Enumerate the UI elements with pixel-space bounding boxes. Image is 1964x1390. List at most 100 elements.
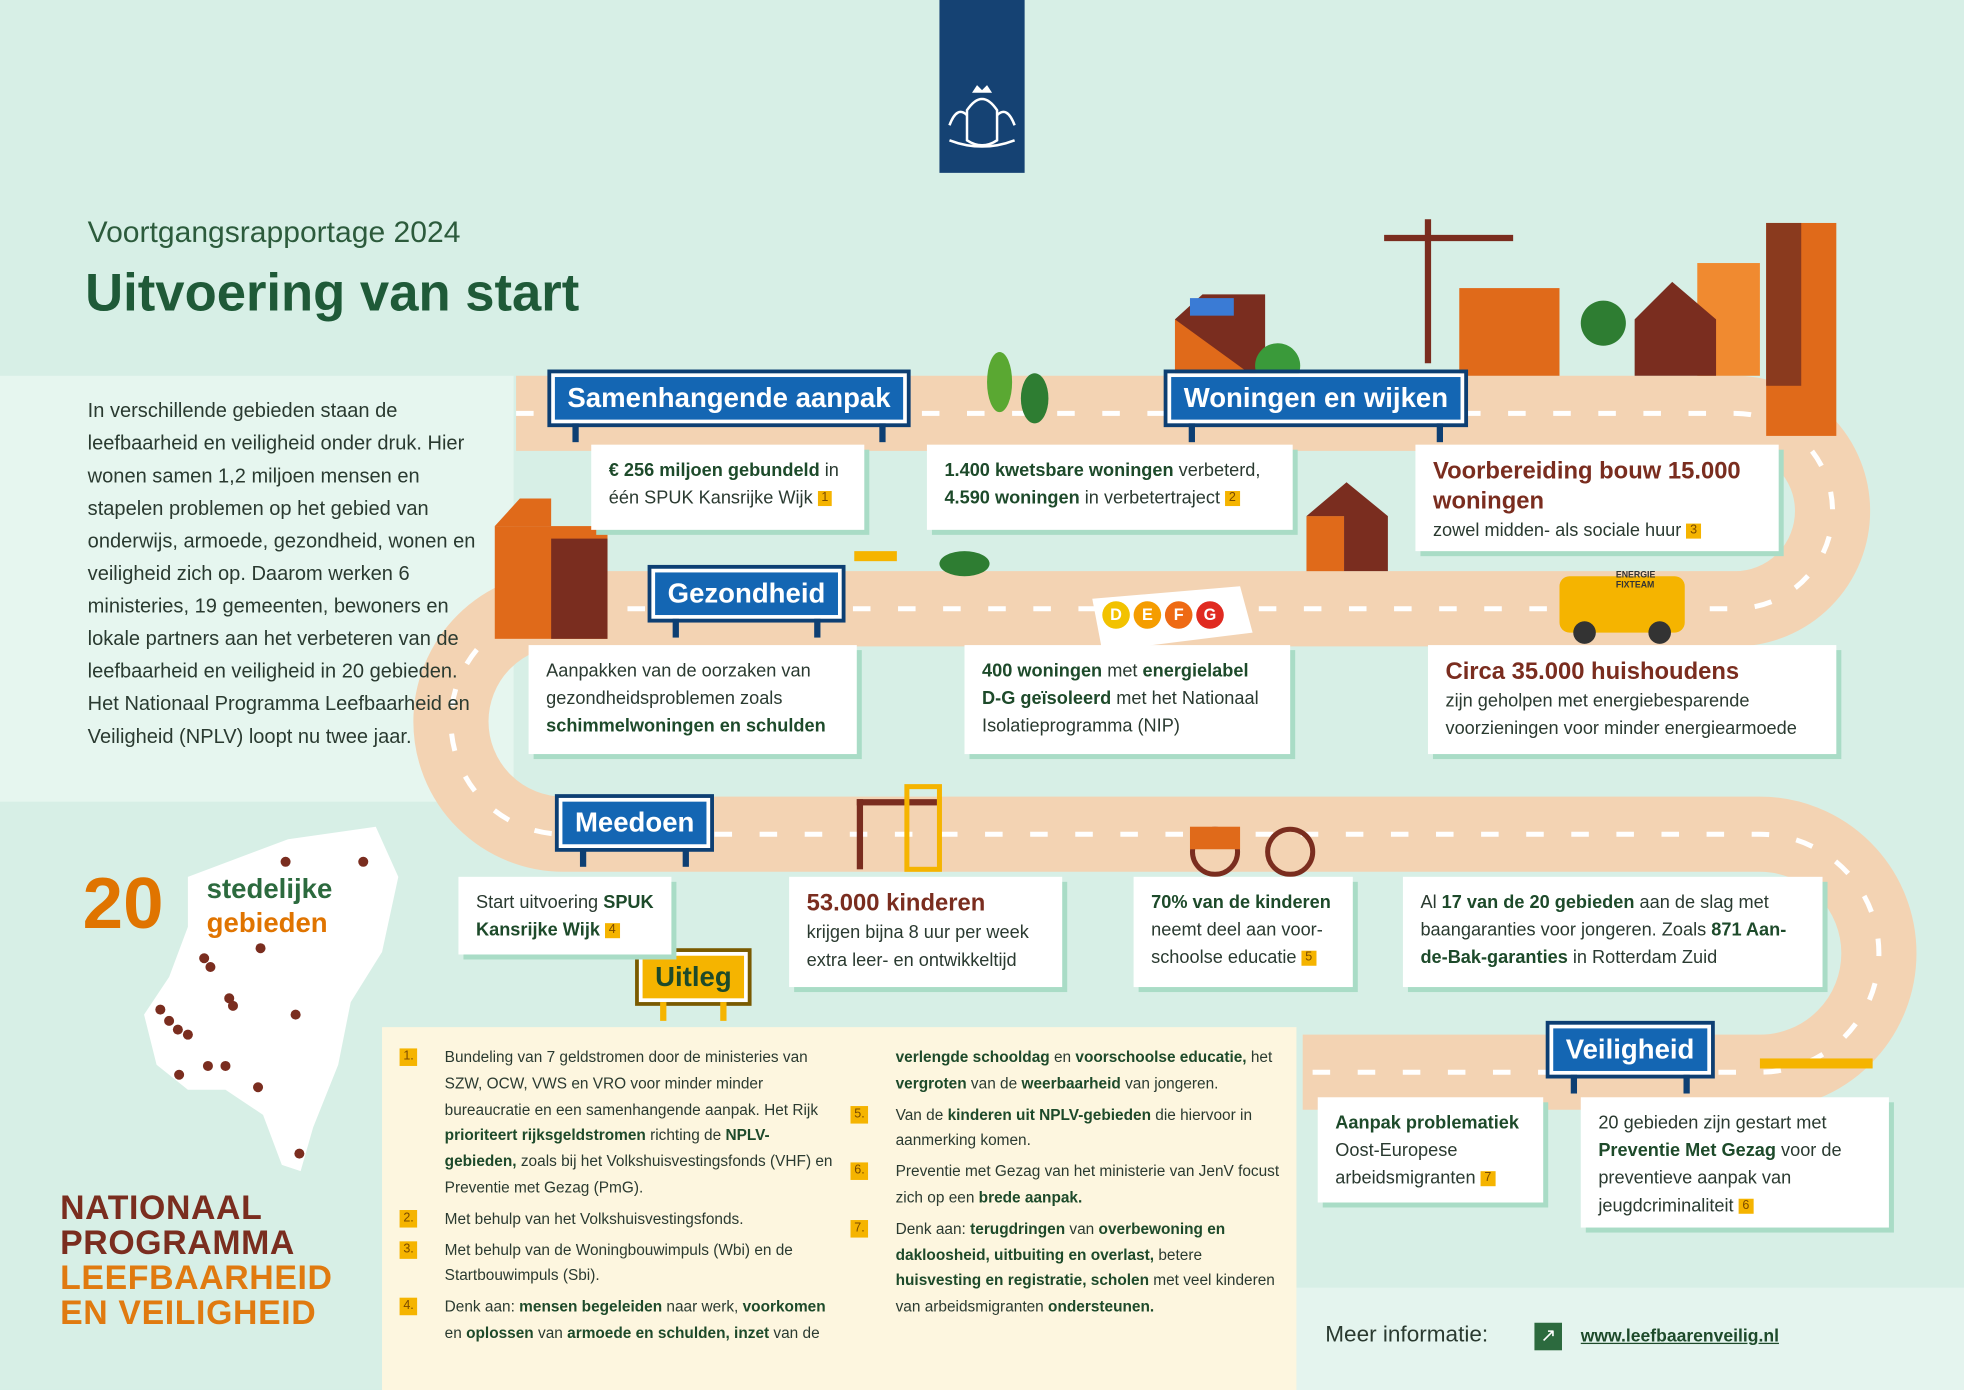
card-text: krijgen bijna 8 uur per week extra leer-… (807, 919, 1045, 974)
text-segment: Met behulp van het Volkshuisvestingsfond… (444, 1209, 744, 1228)
text-segment: 70% van de kinderen (1151, 893, 1331, 914)
text-segment: en (444, 1323, 467, 1342)
text-segment: Van de (895, 1105, 948, 1124)
text-segment: Oost-Europese arbeidsmigranten (1335, 1141, 1476, 1189)
text-segment: krijgen bijna 8 uur per week extra leer-… (806, 923, 1029, 971)
text-segment: het (1246, 1048, 1273, 1066)
sign-label: Woningen en wijken (1183, 382, 1449, 414)
card-text: Aanpakken van de oorzaken van gezondheid… (546, 658, 839, 741)
note-number: 1. (399, 1048, 418, 1066)
program-line: NATIONAAL (60, 1188, 263, 1227)
text-segment: met veel kinderen van arbeidsmigranten (895, 1271, 1275, 1316)
areas-count: 20 (82, 863, 164, 945)
page-title: Uitvoering van start (85, 263, 580, 322)
map-pins (155, 856, 369, 1159)
sign-label: Meedoen (574, 806, 695, 838)
card-text: 70% van de kinderen neemt deel aan voor-… (1151, 889, 1335, 972)
text-segment: aan de slag met baangaranties voor jonge… (1420, 893, 1769, 941)
energy-label-g: G (1196, 601, 1224, 629)
program-line: EN VEILIGHEID (60, 1293, 317, 1332)
note-item: 1. Bundeling van 7 geldstromen door de mi… (399, 1045, 833, 1201)
footer-panel (1296, 1287, 1964, 1390)
footnote-badge: 1 (817, 491, 833, 507)
footnote-badge: 4 (605, 923, 620, 939)
text-segment: energielabel D-G geïsoleerd (982, 661, 1249, 709)
text-segment: 400 woningen (982, 661, 1103, 682)
text-segment: Start uitvoering (475, 893, 604, 914)
text-segment: oplossen (466, 1323, 534, 1342)
card-text: 400 woningen met energielabel D-G geïsol… (982, 658, 1273, 741)
text-segment: Met behulp van de Woningbouwimpuls (Wbi)… (444, 1240, 793, 1285)
text-segment: terugdringen (970, 1219, 1066, 1238)
footnote-badge: 6 (1738, 1198, 1754, 1214)
text-segment: voorschoolse educatie, (1075, 1048, 1247, 1066)
notes-list: 1. Bundeling van 7 geldstromen door de mi… (399, 1045, 1284, 1347)
energy-labels: D E F G (1102, 601, 1224, 629)
sign-label: Samenhangende aanpak (567, 382, 891, 414)
text-segment: neemt deel aan voor-schoolse educatie (1151, 920, 1323, 969)
text-segment: voorkomen (742, 1297, 826, 1316)
text-segment: 871 Aan-de-Bak-garanties (1420, 920, 1787, 969)
text-segment: betere (1154, 1245, 1203, 1264)
text-segment: schimmelwoningen en schulden (546, 716, 826, 737)
sign-meedoen: Meedoen (554, 794, 715, 867)
footnote-badge: 3 (1686, 523, 1701, 539)
text-segment: Bundeling van 7 geldstromen door de mini… (444, 1048, 819, 1119)
text-segment: in Rotterdam Zuid (1567, 948, 1718, 969)
text-segment: overbewoning en dakloosheid, uitbuiting … (895, 1219, 1226, 1264)
text-segment: met het Nationaal Isolatieprogramma (NIP… (982, 688, 1259, 737)
sign-veiligheid: Veiligheid (1545, 1020, 1715, 1094)
text-segment: kinderen uit NPLV-gebieden (947, 1105, 1151, 1124)
text-segment: in verbetertraject (1079, 488, 1221, 509)
text-segment: van jongeren. (1120, 1074, 1219, 1093)
text-segment: verlengde schooldag (895, 1048, 1050, 1066)
card-heading: Voorbereiding bouw 15.000 woningen (1432, 458, 1741, 515)
text-segment: zijn geholpen met energiebesparende voor… (1445, 691, 1797, 740)
netherlands-map (144, 826, 399, 1172)
card-arbeidsmigranten: Aanpak problematiek Oost-Europese arbeid… (1317, 1097, 1544, 1203)
external-link-icon[interactable]: ↗ (1534, 1322, 1562, 1351)
website-link[interactable]: www.leefbaarenveilig.nl (1580, 1325, 1779, 1346)
note-number: 5. (850, 1105, 869, 1124)
text-segment: zowel midden- als sociale huur (1432, 521, 1682, 542)
text-segment: ondersteunen. (1048, 1297, 1155, 1316)
card-heading: Circa 35.000 huishoudens (1445, 658, 1740, 686)
note-number: 6. (850, 1162, 869, 1181)
text-segment: met (1102, 661, 1143, 682)
text-segment: armoede en schulden, inzet (567, 1323, 770, 1342)
text-segment: Aanpakken van de oorzaken van gezondheid… (546, 661, 811, 709)
energy-label-f: F (1164, 601, 1193, 629)
sign-label: Gezondheid (667, 577, 826, 609)
text-segment: 1.400 kwetsbare woningen (944, 460, 1174, 481)
text-segment: Preventie Met Gezag (1598, 1141, 1776, 1162)
sign-samenhangende-aanpak: Samenhangende aanpak (547, 369, 911, 443)
text-segment: weerbaarheid (1021, 1074, 1121, 1093)
text-segment: vergroten (895, 1074, 967, 1093)
text-segment: Aanpak problematiek (1335, 1113, 1519, 1134)
royal-emblem-icon (948, 85, 1016, 148)
van-label: ENERGIE FIXTEAM (1615, 571, 1656, 590)
uitleg-notes: 1. Bundeling van 7 geldstromen door de mi… (382, 1027, 1297, 1390)
text-segment: van (533, 1323, 568, 1342)
note-item: 5.Van de kinderen uit NPLV-gebieden die … (850, 1102, 1284, 1154)
text-segment: mensen begeleiden (519, 1297, 663, 1316)
card-text: 20 gebieden zijn gestart met Preventie M… (1598, 1110, 1871, 1220)
note-number: 4. (399, 1297, 418, 1316)
footnote-badge: 7 (1480, 1171, 1496, 1187)
sign-gezondheid: Gezondheid (647, 564, 846, 638)
note-number: 3. (399, 1240, 418, 1259)
text-segment: Denk aan: (895, 1219, 971, 1238)
more-info-label: Meer informatie: (1325, 1321, 1489, 1347)
sign-woningen-en-wijken: Woningen en wijken (1163, 369, 1469, 443)
card-baangaranties: Al 17 van de 20 gebieden aan de slag met… (1402, 876, 1823, 988)
sign-label: Uitleg (655, 960, 732, 993)
text-segment: 20 gebieden zijn gestart met (1598, 1113, 1827, 1134)
text-segment: van de (769, 1323, 820, 1342)
buildings-illustration (494, 219, 1873, 1069)
note-item: 7.Denk aan: terugdringen van overbewonin… (850, 1216, 1284, 1320)
card-voorschoolse-educatie: 70% van de kinderen neemt deel aan voor-… (1133, 876, 1353, 988)
